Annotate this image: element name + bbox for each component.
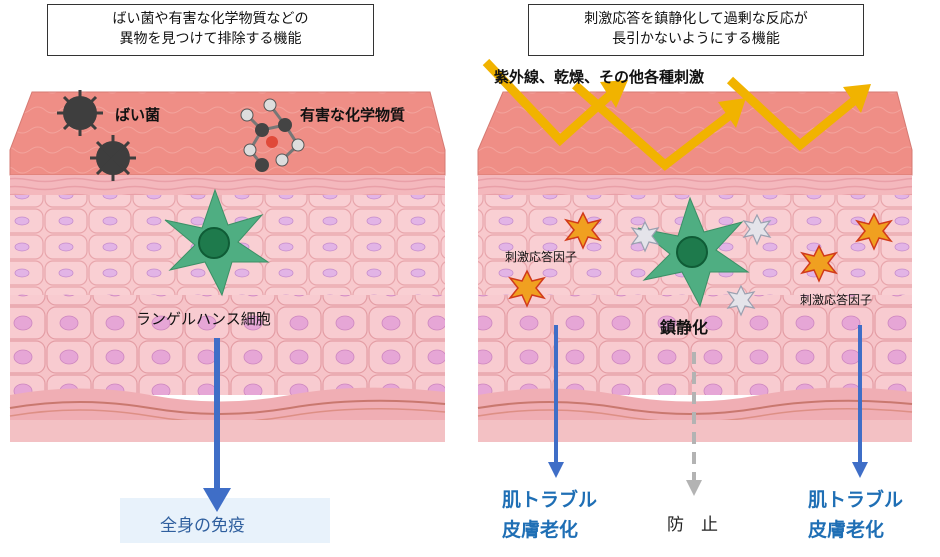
langerhans-cell-icon — [164, 188, 270, 297]
factor-label-left: 刺激応答因子 — [505, 250, 578, 264]
right-caption-box: 刺激応答を鎮静化して過剰な反応が 長引かないようにする機能 — [528, 4, 864, 56]
right-caption-line1: 刺激応答を鎮静化して過剰な反応が — [584, 11, 808, 27]
outcome-left-line2: 皮膚老化 — [502, 519, 579, 541]
langerhans-cell-calming-icon — [637, 196, 750, 308]
left-caption-box: ばい菌や有害な化学物質などの 異物を見つけて排除する機能 — [47, 4, 374, 56]
trouble-arrow-left — [548, 325, 564, 478]
left-caption-line2: 異物を見つけて排除する機能 — [119, 31, 302, 47]
langerhans-cell-label: ランゲルハンス細胞 — [136, 310, 271, 328]
chemical-label: 有害な化学物質 — [300, 106, 406, 124]
outcome-left-line1: 肌トラブル — [502, 489, 598, 511]
factor-label-right: 刺激応答因子 — [800, 293, 873, 307]
outcome-right-line1: 肌トラブル — [808, 489, 904, 511]
prevent-label: 防 止 — [667, 515, 718, 535]
factor-burst-icon — [508, 211, 893, 308]
trouble-arrow-right — [852, 325, 868, 478]
bacteria-icon — [57, 90, 136, 181]
stimulus-label: 紫外線、乾燥、その他各種刺激 — [494, 68, 705, 86]
left-skin-block — [9, 90, 446, 543]
outcome-right-line2: 皮膚老化 — [808, 519, 885, 541]
calming-label: 鎮静化 — [660, 318, 709, 337]
immune-result-label: 全身の免疫 — [160, 516, 245, 536]
left-caption-line1: ばい菌や有害な化学物質などの — [112, 11, 309, 27]
chemical-molecule-icon — [240, 98, 305, 172]
prevent-arrow — [686, 352, 702, 496]
uv-arrowheads-icon — [600, 80, 871, 128]
right-caption-line2: 長引かないようにする機能 — [612, 31, 780, 47]
immune-arrow — [203, 338, 231, 512]
bacteria-label: ばい菌 — [115, 106, 161, 124]
calmed-factor-icon — [630, 213, 772, 317]
uv-arrows-icon — [482, 58, 858, 171]
